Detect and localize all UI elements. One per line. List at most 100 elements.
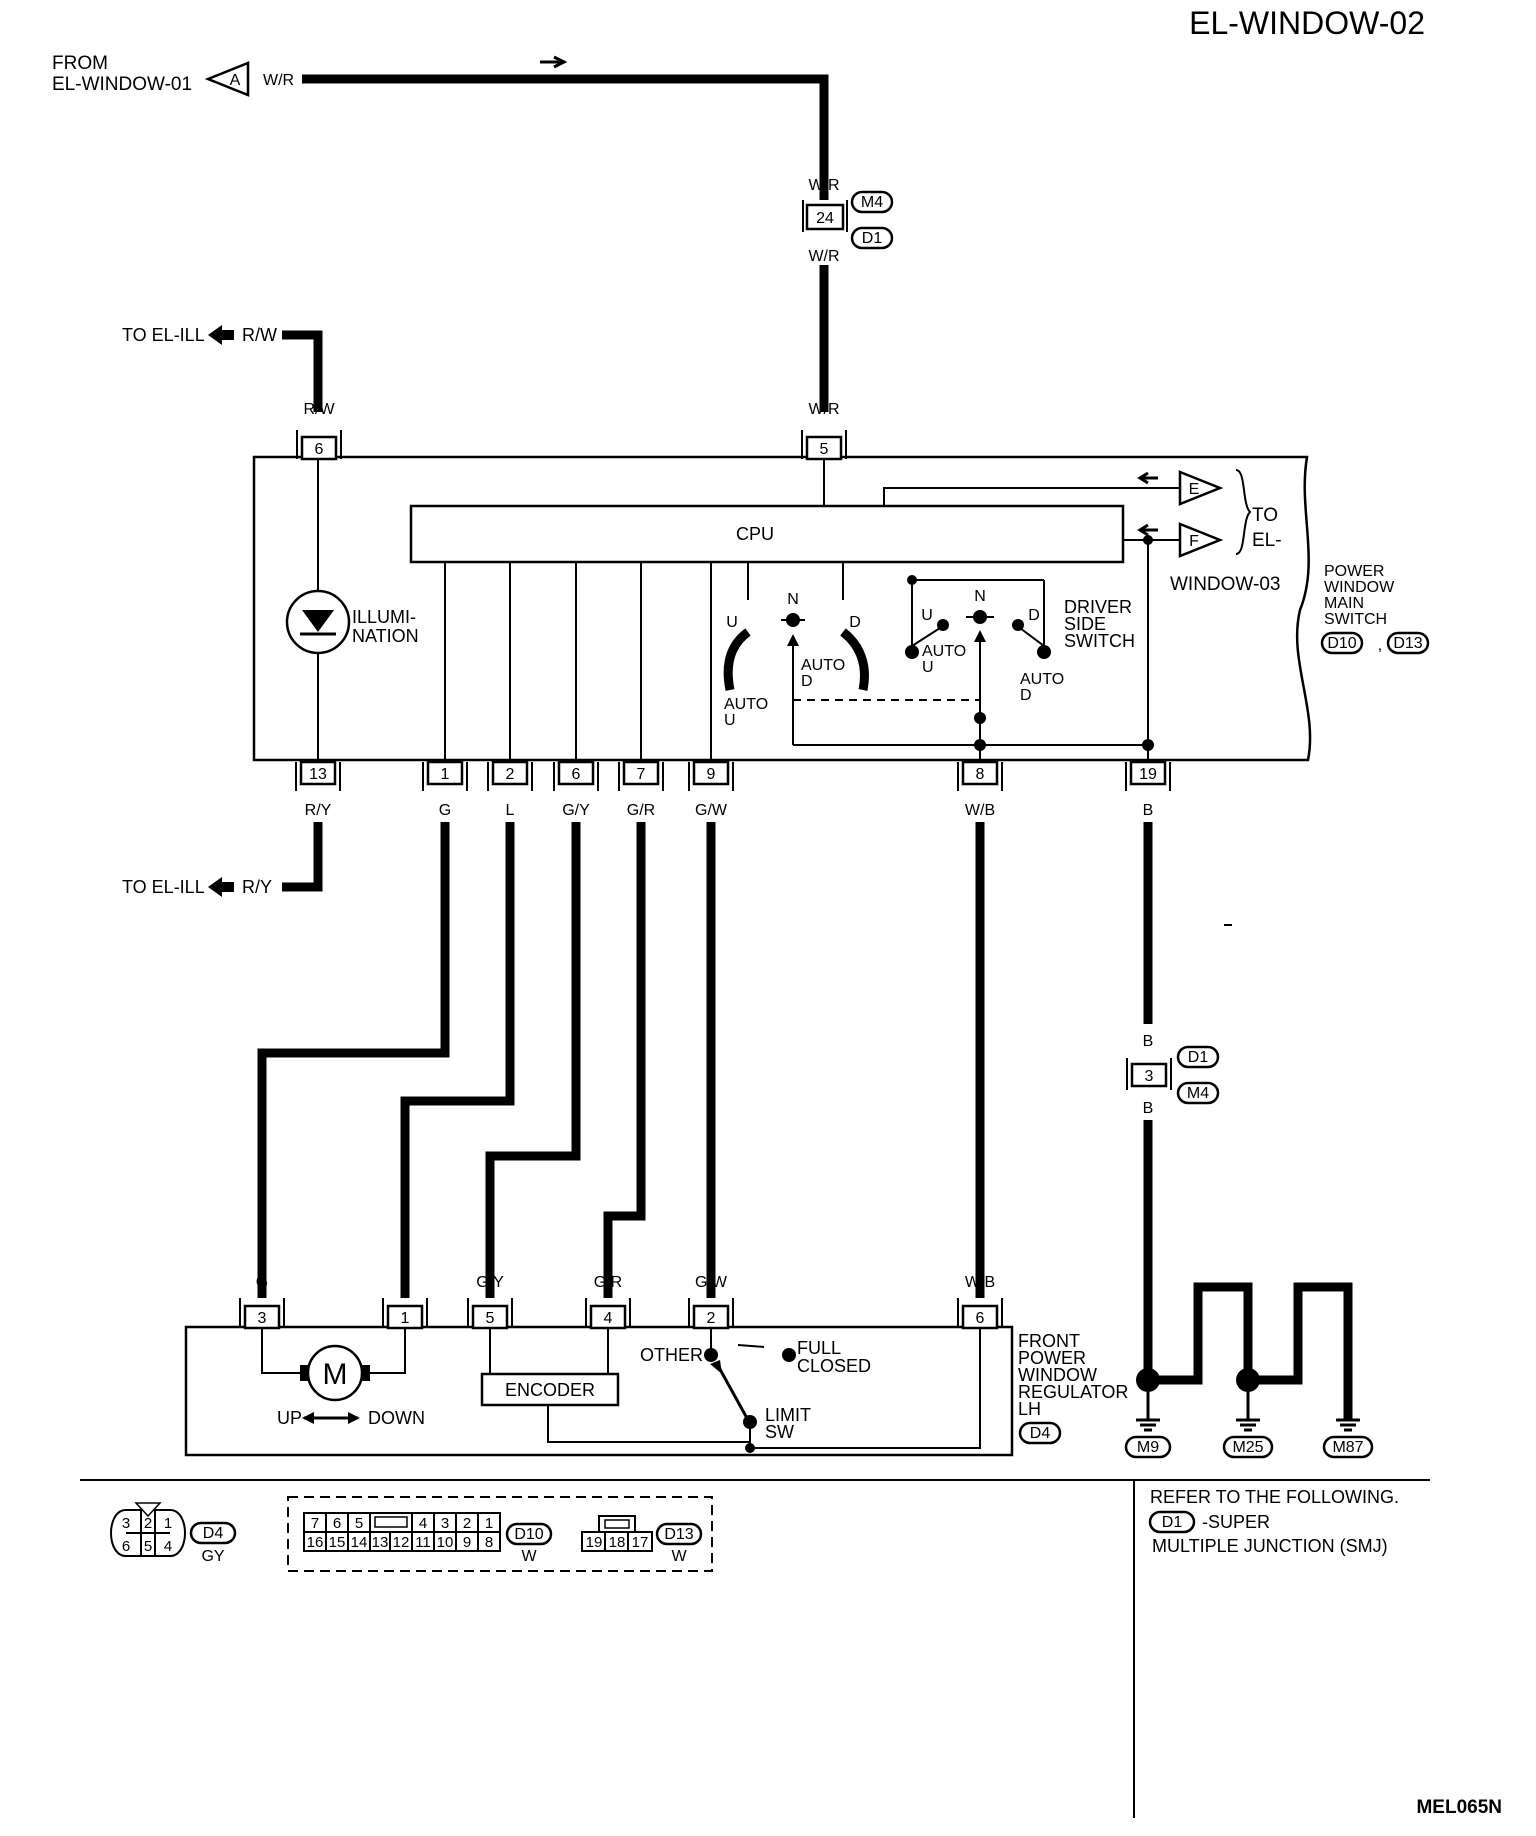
svg-text:D1: D1: [1162, 1514, 1183, 1531]
connector-e: [1178, 470, 1224, 506]
limit-sw-other-contact: [704, 1348, 718, 1362]
svg-text:GY: GY: [201, 1548, 224, 1565]
svg-text:10: 10: [437, 1534, 454, 1551]
main-switch-body: [252, 455, 1312, 762]
ground-m87: M87: [1322, 1418, 1374, 1459]
svg-text:B: B: [1143, 802, 1154, 819]
svg-text:MAIN: MAIN: [1324, 595, 1364, 612]
svg-text:D1: D1: [1188, 1049, 1209, 1066]
bottom-terminal-7: 7 G/R: [618, 760, 664, 819]
svg-text:WINDOW-03: WINDOW-03: [1170, 574, 1280, 595]
ground-m9: M9: [1124, 1392, 1172, 1459]
svg-text:SW: SW: [765, 1422, 794, 1442]
svg-text:5: 5: [820, 441, 829, 458]
jt-wire-below: W/R: [808, 248, 839, 265]
connector-d10-tag: [1320, 631, 1364, 655]
svg-text:M25: M25: [1232, 1439, 1263, 1456]
connector-views-frame: [287, 1496, 713, 1572]
bottom-terminal-13: 13 R/Y: [295, 760, 341, 819]
svg-text:12: 12: [393, 1534, 410, 1551]
svg-text:R/W: R/W: [303, 401, 335, 418]
svg-text:9: 9: [707, 766, 716, 783]
wire-label-to-ill-bottom: R/Y: [242, 877, 272, 897]
svg-text:SWITCH: SWITCH: [1064, 631, 1135, 651]
svg-text:E: E: [1189, 481, 1200, 498]
svg-text:15: 15: [329, 1534, 346, 1551]
svg-text:3: 3: [122, 1515, 130, 1532]
switch-arc-d: [840, 628, 869, 691]
svg-text:WINDOW: WINDOW: [1018, 1365, 1097, 1385]
svg-text:6: 6: [122, 1538, 130, 1555]
svg-text:LH: LH: [1018, 1399, 1041, 1419]
svg-text:6: 6: [315, 441, 324, 458]
jb-wire-below: B: [1143, 1100, 1154, 1117]
switch-arc-u: [723, 628, 751, 691]
reg-terminal-6: 6 W/B: [957, 1274, 1003, 1330]
wire-gy: [485, 822, 581, 1298]
svg-text:1: 1: [164, 1515, 172, 1532]
refer-line3: MULTIPLE JUNCTION (SMJ): [1152, 1536, 1388, 1556]
bottom-terminal-9: 9 G/W: [688, 760, 734, 819]
svg-text:POWER: POWER: [1018, 1348, 1086, 1368]
svg-text:AUTO: AUTO: [724, 696, 768, 713]
svg-text:3: 3: [258, 1310, 267, 1327]
svg-text:DRIVER: DRIVER: [1064, 597, 1132, 617]
svg-text:D1: D1: [862, 230, 883, 247]
encoder-block: [480, 1372, 620, 1407]
jt-connector-m4: [850, 190, 894, 214]
svg-text:AUTO: AUTO: [801, 657, 845, 674]
svg-text:G: G: [256, 1274, 268, 1291]
svg-text:3: 3: [441, 1515, 449, 1532]
svg-text:6: 6: [976, 1310, 985, 1327]
svg-text:G: G: [439, 802, 451, 819]
svg-text:M4: M4: [1187, 1085, 1209, 1102]
svg-text:5: 5: [355, 1515, 363, 1532]
connector-f: [1178, 522, 1224, 558]
cpu-label: CPU: [736, 524, 774, 544]
svg-text:W: W: [671, 1548, 687, 1565]
svg-text:FRONT: FRONT: [1018, 1331, 1080, 1351]
svg-text:B: B: [1293, 1326, 1304, 1343]
connector-a-label: A: [230, 72, 241, 89]
drawing-code: MEL065N: [1416, 1797, 1502, 1818]
svg-text:N: N: [787, 591, 799, 608]
reg-terminal-4: 4 G/R: [585, 1274, 631, 1330]
svg-text:UP: UP: [277, 1408, 302, 1428]
svg-text:16: 16: [307, 1534, 324, 1551]
reg-terminal-3: 3 G: [239, 1274, 285, 1330]
wire-wr-feed: [302, 74, 829, 200]
reg-terminal-5: 5 G/Y: [467, 1274, 513, 1330]
connector-d13-tag: [1386, 631, 1430, 655]
svg-text:4: 4: [604, 1310, 613, 1327]
svg-text:6: 6: [572, 766, 581, 783]
wire-ry: [282, 822, 323, 892]
svg-text:2: 2: [506, 766, 515, 783]
wire-label-from-a: W/R: [263, 72, 294, 89]
svg-text:LIMIT: LIMIT: [765, 1405, 811, 1425]
svg-text:G/Y: G/Y: [476, 1274, 504, 1291]
regulator-connector-d4: [1018, 1421, 1062, 1445]
reg-terminal-1: 1 L: [382, 1274, 428, 1330]
svg-text:8: 8: [976, 766, 985, 783]
svg-text:2: 2: [463, 1515, 471, 1532]
svg-text:W/R: W/R: [808, 401, 839, 418]
svg-text:W/B: W/B: [965, 802, 995, 819]
junction-3: [1130, 1062, 1168, 1088]
svg-text:M9: M9: [1137, 1439, 1159, 1456]
svg-text:SIDE: SIDE: [1064, 614, 1106, 634]
svg-text:D13: D13: [1393, 635, 1422, 652]
svg-text:4: 4: [419, 1515, 427, 1532]
svg-text:18: 18: [609, 1534, 626, 1551]
jt-connector-d1: [850, 226, 894, 250]
jb-wire-above: B: [1143, 1033, 1154, 1050]
from-label-line1: FROM: [52, 53, 108, 74]
svg-text:SWITCH: SWITCH: [1324, 611, 1387, 628]
svg-text:TO: TO: [1252, 505, 1278, 526]
svg-text:14: 14: [351, 1534, 368, 1551]
svg-text:U: U: [724, 712, 736, 729]
svg-text:2: 2: [144, 1515, 152, 1532]
svg-text:DOWN: DOWN: [368, 1408, 425, 1428]
svg-text:M4: M4: [861, 194, 883, 211]
svg-text:B: B: [1143, 1326, 1154, 1343]
brace: [1235, 469, 1252, 555]
